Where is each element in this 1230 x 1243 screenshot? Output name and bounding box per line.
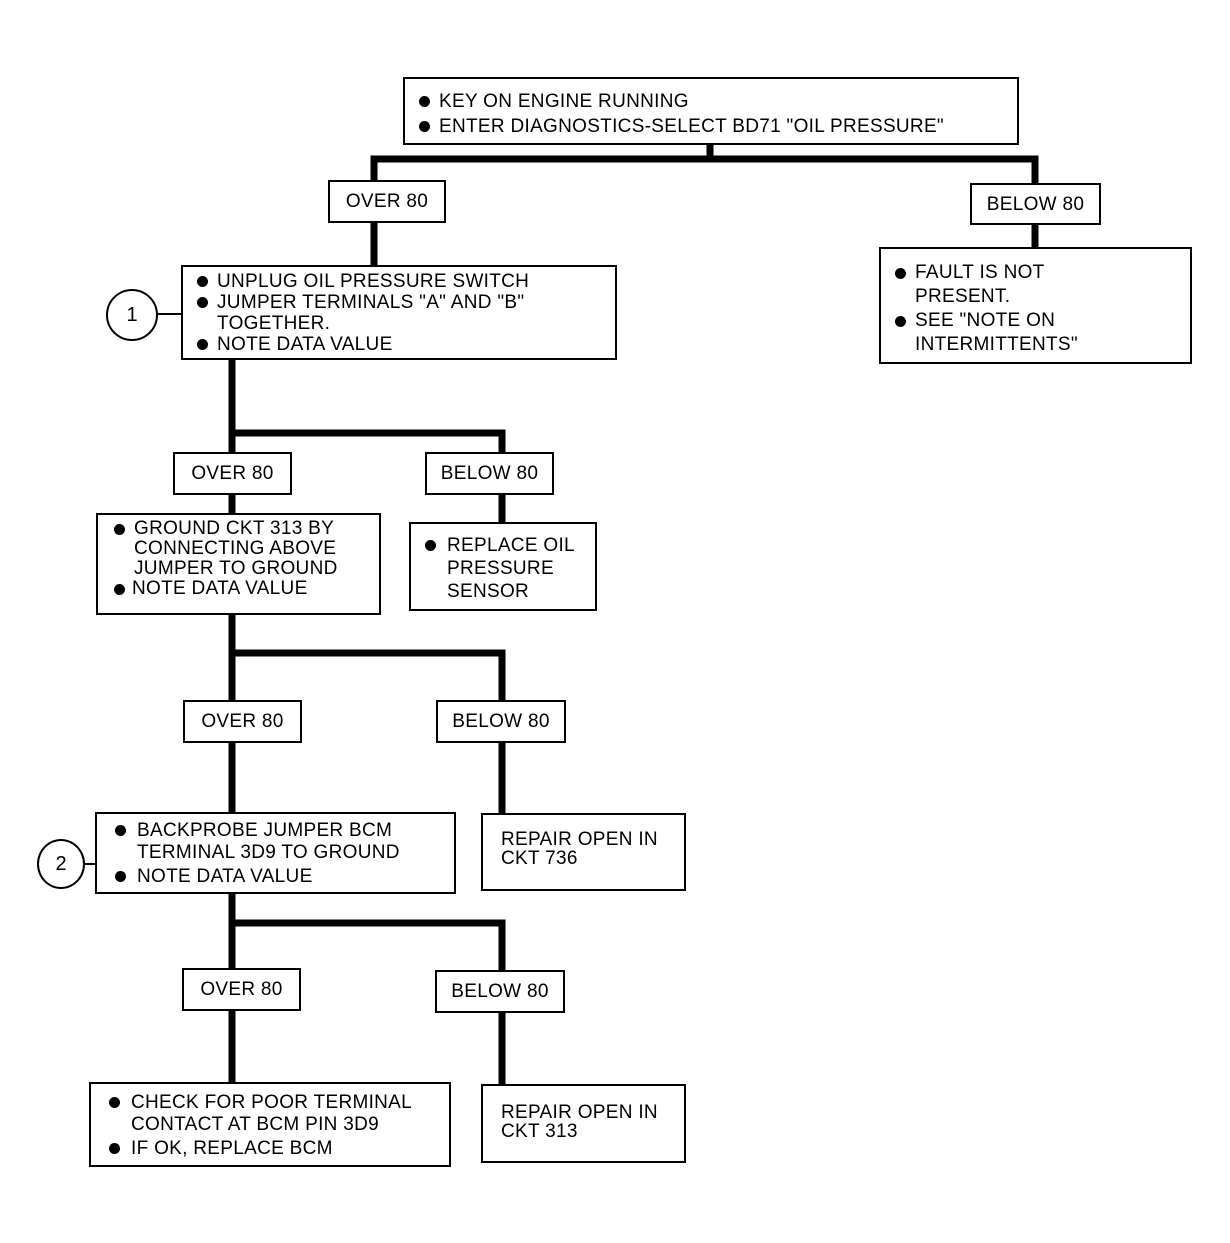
bullet-icon [895,268,906,279]
start-line-1: KEY ON ENGINE RUNNING [413,91,1009,112]
repair-ckt-736-box: REPAIR OPEN IN CKT 736 [481,813,686,891]
bullet-icon [114,584,125,595]
step-marker-2: 2 [37,839,85,889]
step-marker-1: 1 [106,289,158,341]
bullet-icon [419,96,430,107]
step1-line-1: UNPLUG OIL PRESSURE SWITCH [191,271,607,292]
over80-label-3: OVER 80 [183,700,302,743]
bullet-icon [419,121,430,132]
step1-instructions-box: UNPLUG OIL PRESSURE SWITCH JUMPER TERMIN… [181,265,617,360]
step2-line-2: NOTE DATA VALUE [105,866,446,888]
below80-label-3: BELOW 80 [436,700,566,743]
step1-line-2: JUMPER TERMINALS "A" AND "B"TOGETHER. [191,292,607,334]
check-line-2: IF OK, REPLACE BCM [99,1138,441,1160]
ground-line-2: NOTE DATA VALUE [104,579,371,599]
over80-label-2: OVER 80 [173,452,292,495]
bullet-icon [425,540,436,551]
bullet-icon [197,297,208,308]
start-instructions-box: KEY ON ENGINE RUNNING ENTER DIAGNOSTICS-… [403,77,1019,145]
bullet-icon [115,871,126,882]
bullet-icon [197,339,208,350]
below80-label-4: BELOW 80 [435,970,565,1013]
below80-label-1: BELOW 80 [970,183,1101,225]
below80-label-2: BELOW 80 [425,452,554,495]
over80-label-4: OVER 80 [182,968,301,1011]
start-line-2: ENTER DIAGNOSTICS-SELECT BD71 "OIL PRESS… [413,116,1009,137]
over80-label-1: OVER 80 [328,180,446,223]
bullet-icon [115,825,126,836]
bullet-icon [109,1097,120,1108]
step1-line-3: NOTE DATA VALUE [191,334,607,355]
bullet-icon [895,316,906,327]
bullet-icon [109,1143,120,1154]
repair-ckt-313-box: REPAIR OPEN IN CKT 313 [481,1084,686,1163]
bullet-icon [197,276,208,287]
bullet-icon [114,524,125,535]
